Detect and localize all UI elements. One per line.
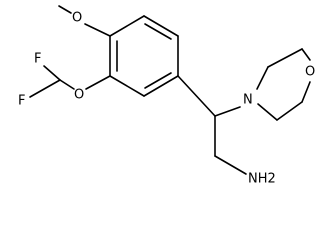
bond-methylene-amine (214, 155, 247, 175)
chemical-structure: O O F F N O NH2 (18, 5, 315, 187)
bond-morpholine-5 (276, 101, 303, 121)
bond-ring-oxygen (85, 75, 111, 90)
bond-ring-2 (143, 15, 179, 37)
bond-morpholine-1 (256, 66, 269, 90)
difluoromethoxy-oxygen-label: O (74, 88, 84, 103)
bond-ring-5 (109, 75, 145, 97)
bond-morpholine-6 (257, 103, 278, 121)
atom-labels: O O F F N O NH2 (18, 11, 315, 187)
bond-carbon-fluorine-top (43, 65, 61, 81)
bond-carbon-fluorine-bottom (29, 79, 61, 98)
methoxy-oxygen-label: O (72, 11, 82, 26)
bond-methyl-oxygen (58, 5, 72, 14)
fluorine-top-label: F (34, 52, 41, 67)
bond-ring-methine (177, 75, 216, 117)
bond-ring-1 (109, 15, 145, 37)
bond-oxygen-difluoromethyl (59, 79, 75, 90)
bond-ring-double-2 (144, 23, 172, 40)
morpholine-nitrogen-label: N (243, 93, 253, 108)
bonds (29, 5, 311, 175)
fluorine-bottom-label: F (18, 94, 25, 109)
bond-morpholine-2 (267, 48, 303, 68)
bond-methoxy-ring (84, 23, 111, 37)
morpholine-oxygen-label: O (305, 65, 315, 80)
bond-ring-double-3 (144, 72, 172, 89)
bond-ring-4 (143, 75, 179, 97)
bond-methine-nitrogen (214, 106, 241, 117)
bond-morpholine-4 (301, 81, 311, 103)
amine-label: NH2 (248, 172, 276, 187)
bond-morpholine-3 (301, 48, 311, 61)
